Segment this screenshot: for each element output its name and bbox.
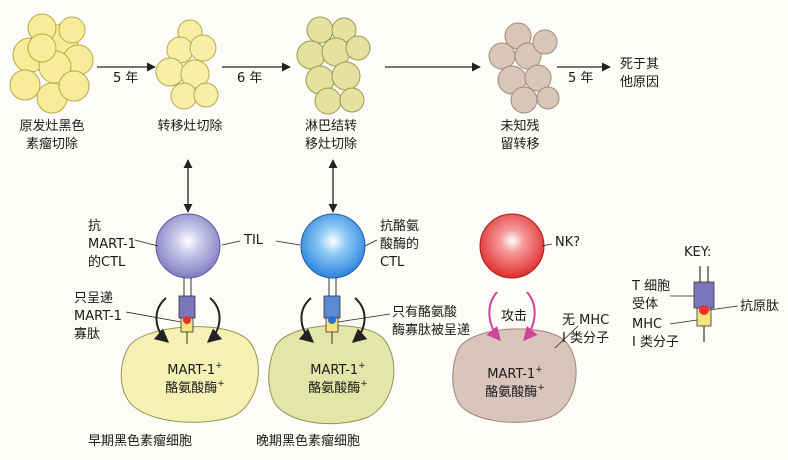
interval-3-label: 5 年 (568, 71, 594, 86)
stage-2-label: 转移灶切除 (157, 119, 223, 134)
outcome-label: 死于其他原因 (620, 57, 660, 90)
key-symbol (669, 266, 739, 342)
third-tumor-text: MART-1+ 酪氨酸酶+ (485, 365, 545, 401)
ctl1-cell (155, 213, 221, 279)
interval-1-label: 5 年 (113, 71, 139, 86)
residual-metastasis-cluster (488, 22, 560, 114)
late-tumor-text: MART-1+ 酪氨酸酶+ (308, 361, 368, 397)
attack-arrow-left (486, 291, 501, 342)
nk-label: NK? (555, 235, 581, 250)
ctl2-receptor (323, 295, 341, 319)
attack-arrow-right (523, 291, 538, 342)
metastasis-cluster (155, 19, 219, 110)
key-tcr-label: T 细胞受体 (632, 279, 671, 312)
ctl2-peptide (328, 316, 336, 324)
early-tumor-caption: 早期黑色素瘤细胞 (88, 434, 193, 449)
lymph-metastasis-cluster (296, 16, 371, 115)
attack-label: 攻击 (501, 309, 528, 324)
interval-2-label: 6 年 (237, 71, 263, 86)
late-tumor-caption: 晚期黑色素瘤细胞 (256, 434, 361, 449)
til-label: TIL (244, 233, 264, 248)
ctl1-receptor (178, 295, 196, 319)
key-antigen-label: 抗原肽 (740, 299, 780, 314)
primary-tumor-cluster (9, 13, 94, 114)
early-tumor-cell (120, 326, 259, 423)
peptide-note-middle: 只有酪氨酸酶寡肽被呈递 (392, 305, 471, 338)
stage-1-label: 原发灶黑色素瘤切除 (19, 119, 85, 152)
ctl2-cell (300, 213, 366, 279)
late-tumor-cell (268, 325, 395, 425)
stage-4-label: 未知残留转移 (500, 119, 540, 152)
nk-cell (479, 213, 545, 279)
early-tumor-text: MART-1+ 酪氨酸酶+ (165, 361, 225, 397)
key-title: KEY: (684, 245, 712, 260)
stage-3-label: 淋巴结转移灶切除 (304, 119, 357, 152)
ctl1-peptide (183, 316, 191, 324)
